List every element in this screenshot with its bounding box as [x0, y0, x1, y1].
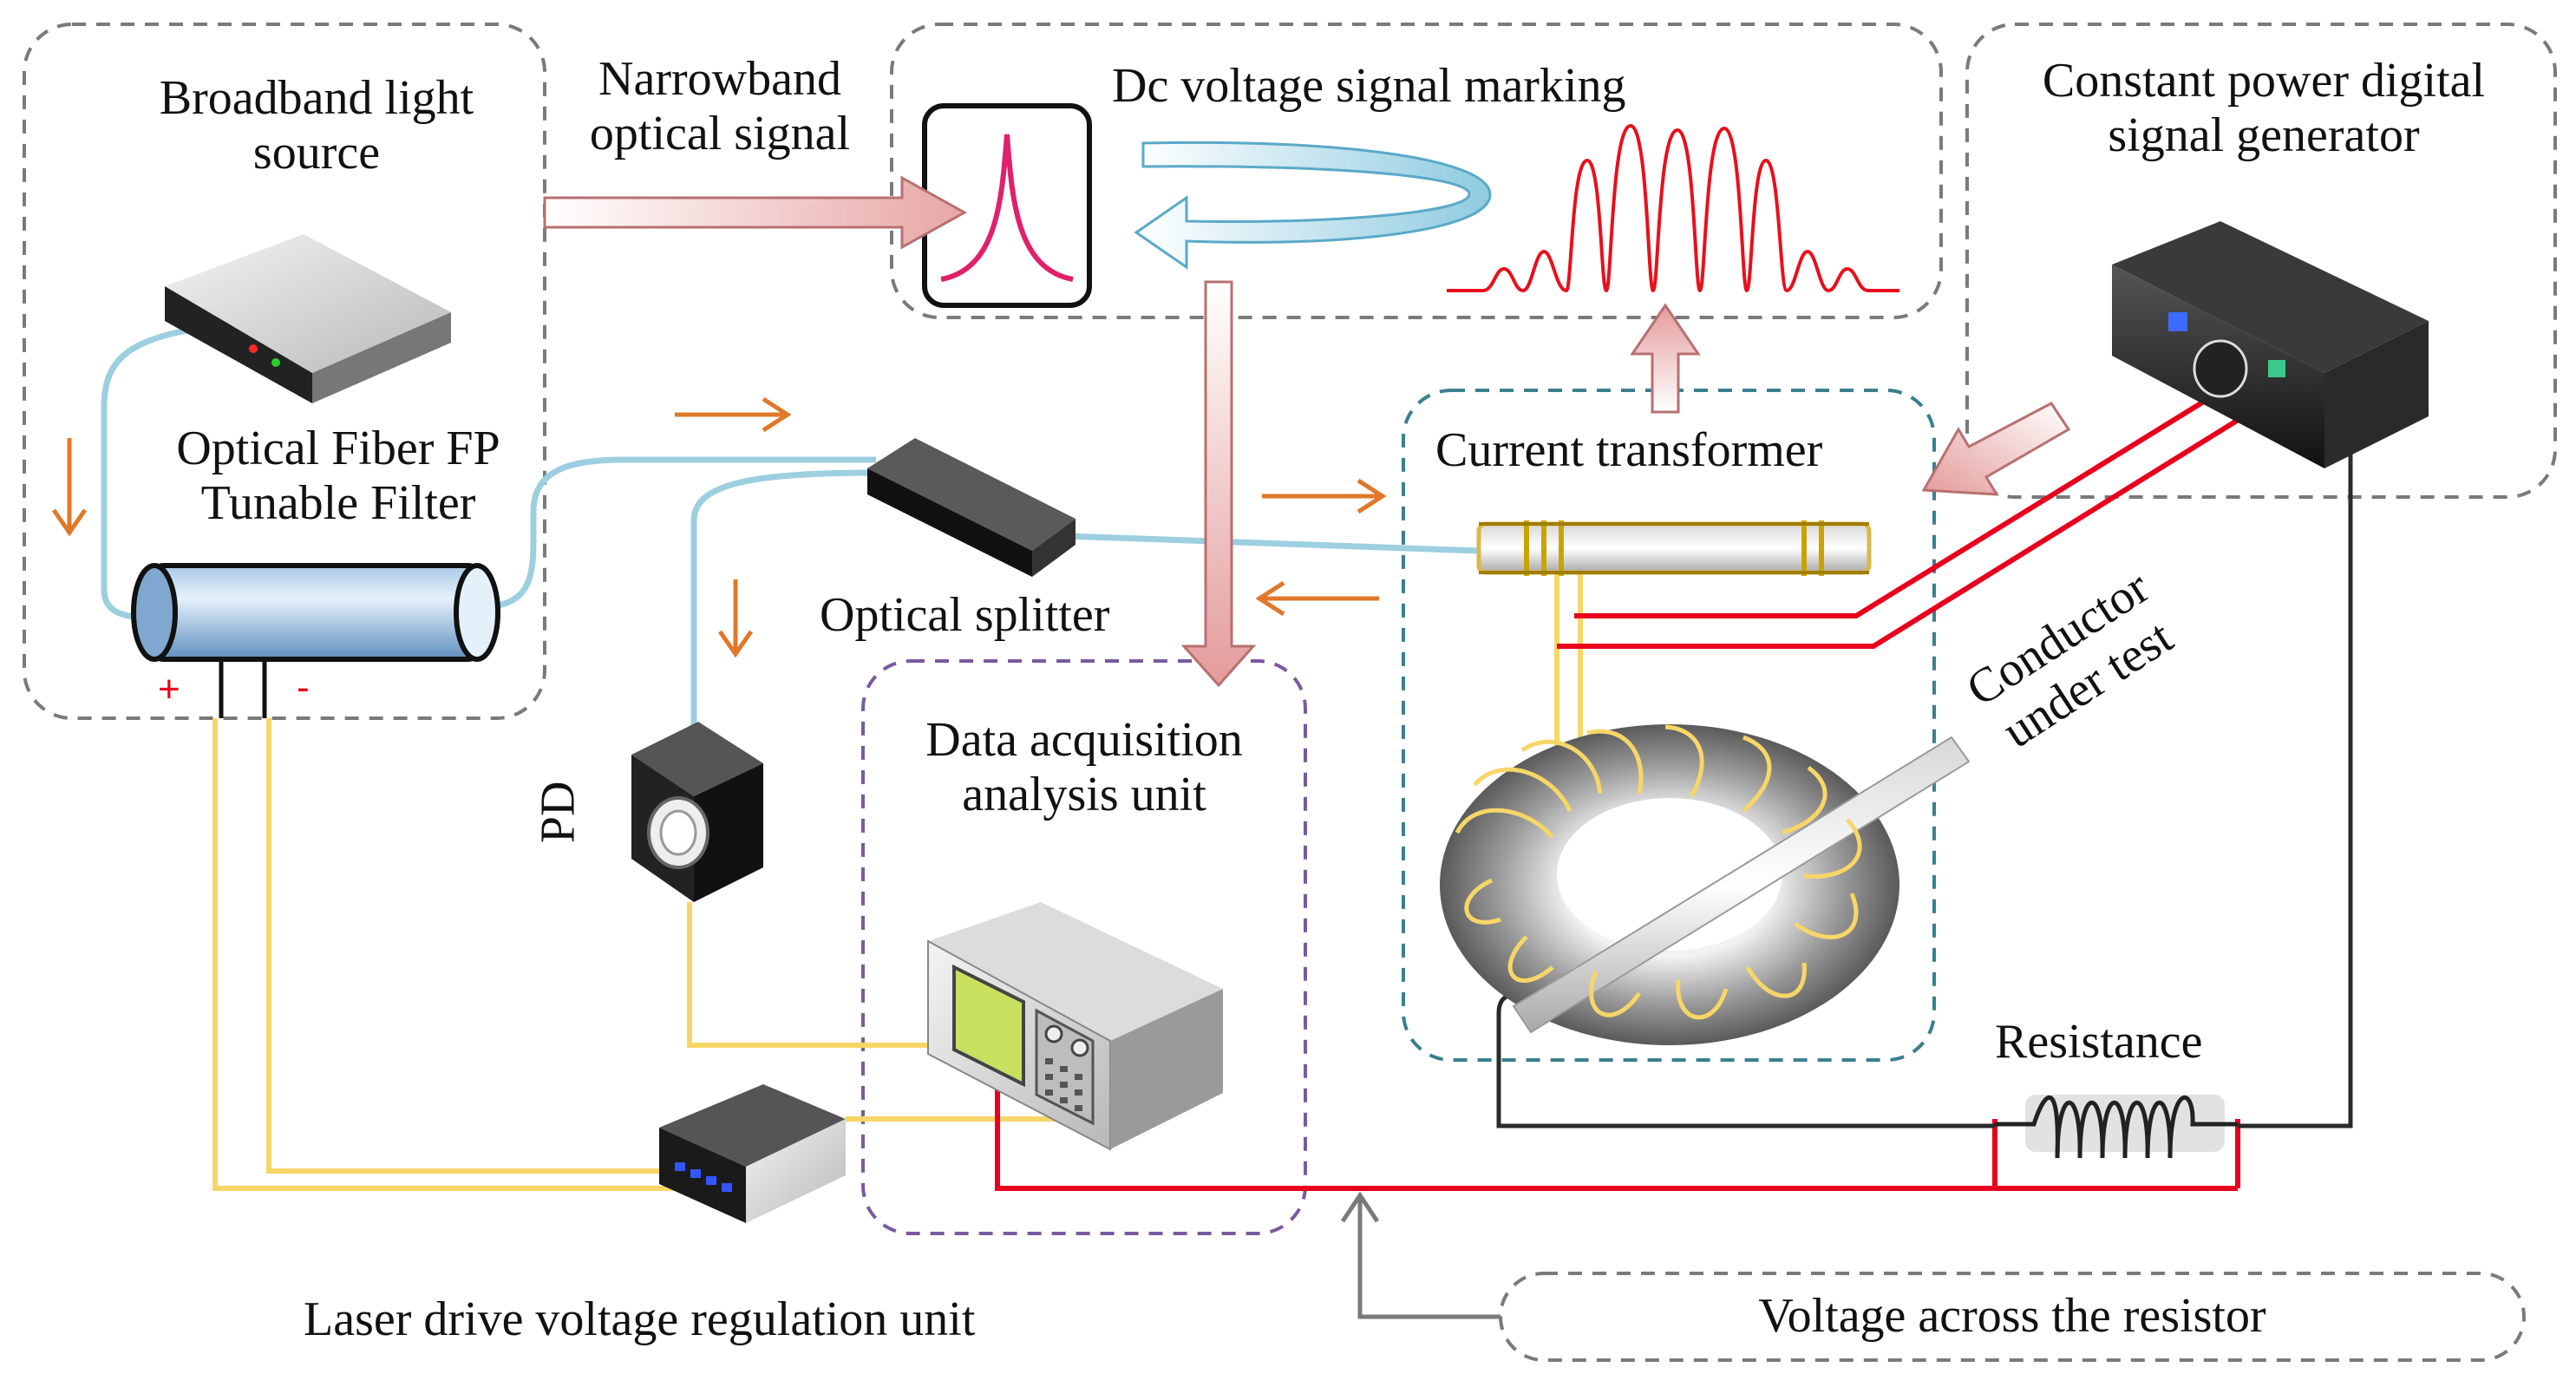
signal-generator-line1: Constant power digital [2042, 54, 2486, 108]
daq-line1: Data acquisition [925, 713, 1243, 767]
current-transformer-box [1402, 389, 1936, 1062]
current-transformer-label: Current transformer [1435, 423, 1823, 477]
spectrum-signal [1447, 123, 1899, 293]
optical-splitter-device [867, 438, 1076, 577]
laser-drive-unit [659, 1084, 846, 1223]
resistor [1995, 1095, 2238, 1159]
light-source-box [23, 23, 546, 720]
laser-drive-label: Laser drive voltage regulation unit [304, 1292, 976, 1346]
broadband-source-device [165, 234, 451, 403]
minus-sign: - [297, 666, 310, 709]
signal-wires [212, 572, 1583, 1191]
pd-label: PD [531, 781, 585, 844]
power-wires [995, 386, 2252, 1191]
daq-line2: analysis unit [962, 767, 1206, 821]
broadband-source-line1: Broadband light [159, 71, 474, 125]
broadband-source-label: Broadband light source [117, 71, 516, 180]
voltage-callout-arrow [1340, 1191, 1500, 1319]
fp-filter-line2: Tunable Filter [200, 475, 476, 530]
daq-label: Data acquisition analysis unit [867, 713, 1301, 821]
narrowband-signal-line2: optical signal [589, 106, 851, 160]
broadband-source-line2: source [252, 125, 381, 180]
daq-analyzer-device [927, 902, 1223, 1151]
optical-splitter-label: Optical splitter [820, 588, 1110, 642]
signal-generator-device [2112, 221, 2429, 468]
narrowband-signal-label: Narrowband optical signal [533, 52, 906, 160]
voltage-resistor-label: Voltage across the resistor [1758, 1289, 2266, 1343]
photodetector-device [631, 722, 763, 902]
ct-sensor [1476, 520, 1872, 576]
plus-sign: + [158, 668, 180, 710]
dc-marking-label: Dc voltage signal marking [1112, 59, 1626, 113]
signal-generator-label: Constant power digital signal generator [1969, 54, 2559, 162]
signal-generator-box [1965, 23, 2557, 499]
dashed-boxes [23, 23, 2557, 1362]
signal-generator-line2: signal generator [2108, 108, 2420, 162]
toroid-core [1440, 724, 1971, 1045]
fp-filter-tube [131, 563, 500, 718]
dc-marking-box [890, 23, 1943, 319]
filter-symbol [922, 103, 1092, 308]
fp-filter-line1: Optical Fiber FP [176, 422, 500, 475]
narrowband-signal-line1: Narrowband [598, 52, 841, 106]
optical-fibers [101, 319, 1480, 737]
dc-marking-loop-arrow [1134, 141, 1492, 270]
resistance-label: Resistance [1995, 1015, 2203, 1069]
flow-arrows [51, 396, 1387, 658]
pink-arrows [543, 175, 2071, 688]
fp-filter-label: Optical Fiber FP Tunable Filter [130, 422, 546, 530]
daq-box [861, 659, 1307, 1235]
